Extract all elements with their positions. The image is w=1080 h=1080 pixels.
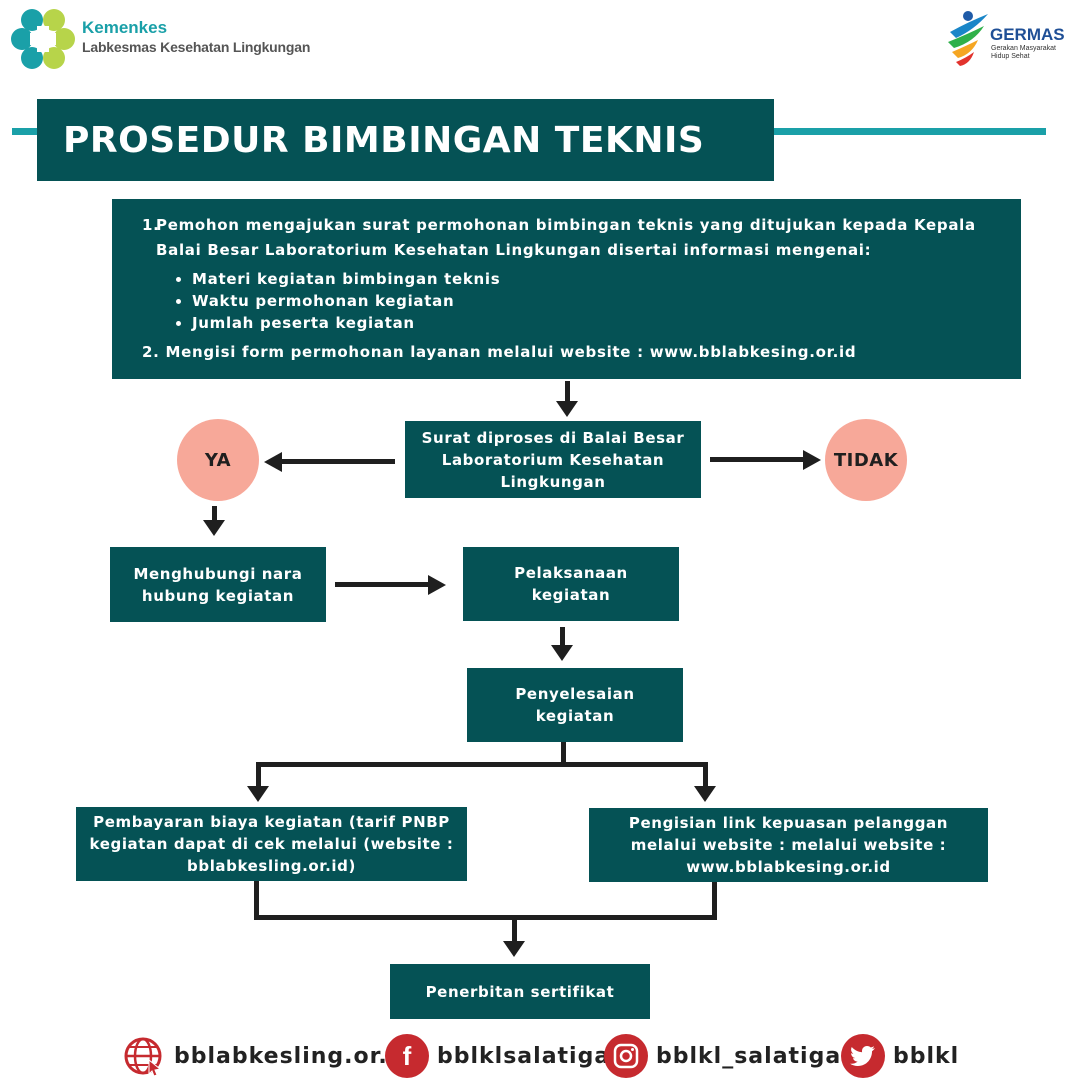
- connector: [560, 627, 565, 647]
- connector: [212, 506, 217, 522]
- kemenkes-logo: [10, 6, 76, 72]
- connector: [561, 742, 566, 764]
- arrow-down-icon: [694, 786, 716, 802]
- list-item: Waktu permohonan kegiatan: [192, 290, 1001, 312]
- brand-subtitle: Labkesmas Kesehatan Lingkungan: [82, 39, 311, 55]
- step-1-text: Pemohon mengajukan surat permohonan bimb…: [156, 216, 976, 259]
- arrow-right-icon: [428, 575, 446, 595]
- application-steps-box: 1. Pemohon mengajukan surat permohonan b…: [112, 199, 1021, 379]
- requirements-list: Materi kegiatan bimbingan teknis Waktu p…: [142, 268, 1001, 334]
- arrow-down-icon: [551, 645, 573, 661]
- yes-circle: YA: [177, 419, 259, 501]
- implementation-text: Pelaksanaan kegiatan: [514, 564, 628, 604]
- step-1: 1. Pemohon mengajukan surat permohonan b…: [142, 213, 1001, 263]
- connector: [254, 881, 259, 919]
- connector: [254, 915, 717, 920]
- globe-icon: [120, 1033, 166, 1079]
- page-title: PROSEDUR BIMBINGAN TEKNIS: [63, 119, 705, 161]
- step-1-number: 1.: [142, 216, 160, 234]
- contact-text: Menghubungi nara hubung kegiatan: [133, 564, 303, 605]
- connector: [710, 457, 806, 462]
- list-item: Jumlah peserta kegiatan: [192, 312, 1001, 334]
- no-circle: TIDAK: [825, 419, 907, 501]
- payment-text: Pembayaran biaya kegiatan (tarif PNBP ke…: [89, 813, 454, 875]
- list-item: Materi kegiatan bimbingan teknis: [192, 268, 1001, 290]
- brand-name: Kemenkes: [82, 18, 168, 37]
- completion-text: Penyelesaian kegiatan: [515, 685, 635, 725]
- arrow-left-icon: [264, 452, 282, 472]
- kemenkes-logo-icon: [11, 9, 75, 69]
- connector: [256, 762, 261, 788]
- germas-subtitle-2: Hidup Sehat: [991, 53, 1030, 60]
- germas-logo: [944, 10, 996, 68]
- footer-twitter[interactable]: bblkl: [841, 1032, 959, 1080]
- connector: [335, 582, 431, 587]
- website-link[interactable]: bblabkesling.or.id: [174, 1043, 414, 1069]
- twitter-icon: [841, 1034, 885, 1078]
- connector: [280, 459, 395, 464]
- footer-instagram[interactable]: bblkl_salatiga: [604, 1032, 841, 1080]
- survey-text: Pengisian link kepuasan pelanggan melalu…: [628, 814, 949, 876]
- arrow-down-icon: [247, 786, 269, 802]
- process-box: Surat diproses di Balai Besar Laboratori…: [405, 421, 701, 498]
- germas-name: GERMAS: [990, 25, 1065, 44]
- arrow-down-icon: [203, 520, 225, 536]
- connector: [512, 919, 517, 943]
- footer-website[interactable]: bblabkesling.or.id: [120, 1032, 413, 1080]
- connector: [256, 762, 708, 767]
- connector: [703, 762, 708, 788]
- arrow-right-icon: [803, 450, 821, 470]
- germas-subtitle-1: Gerakan Masyarakat: [991, 45, 1056, 52]
- footer-facebook[interactable]: f bblklsalatiga: [385, 1032, 610, 1080]
- germas-logo-icon: [948, 11, 988, 66]
- payment-box: Pembayaran biaya kegiatan (tarif PNBP ke…: [76, 807, 467, 881]
- step-2-text: 2. Mengisi form permohonan layanan melal…: [142, 343, 857, 361]
- contact-box: Menghubungi nara hubung kegiatan: [110, 547, 326, 622]
- instagram-link[interactable]: bblkl_salatiga: [656, 1043, 842, 1069]
- survey-box: Pengisian link kepuasan pelanggan melalu…: [589, 808, 988, 882]
- twitter-link[interactable]: bblkl: [893, 1043, 960, 1069]
- certificate-text: Penerbitan sertifikat: [425, 982, 615, 1001]
- facebook-icon: f: [385, 1034, 429, 1078]
- instagram-icon: [604, 1034, 648, 1078]
- facebook-link[interactable]: bblklsalatiga: [437, 1043, 611, 1069]
- process-text: Surat diproses di Balai Besar Laboratori…: [421, 428, 685, 491]
- implementation-box: Pelaksanaan kegiatan: [463, 547, 679, 621]
- no-label: TIDAK: [833, 449, 899, 471]
- completion-box: Penyelesaian kegiatan: [467, 668, 683, 742]
- arrow-down-icon: [503, 941, 525, 957]
- yes-label: YA: [204, 449, 232, 471]
- arrow-down-icon: [556, 401, 578, 417]
- connector: [712, 882, 717, 919]
- connector: [565, 381, 570, 403]
- title-box: PROSEDUR BIMBINGAN TEKNIS: [37, 99, 774, 181]
- certificate-box: Penerbitan sertifikat: [390, 964, 650, 1019]
